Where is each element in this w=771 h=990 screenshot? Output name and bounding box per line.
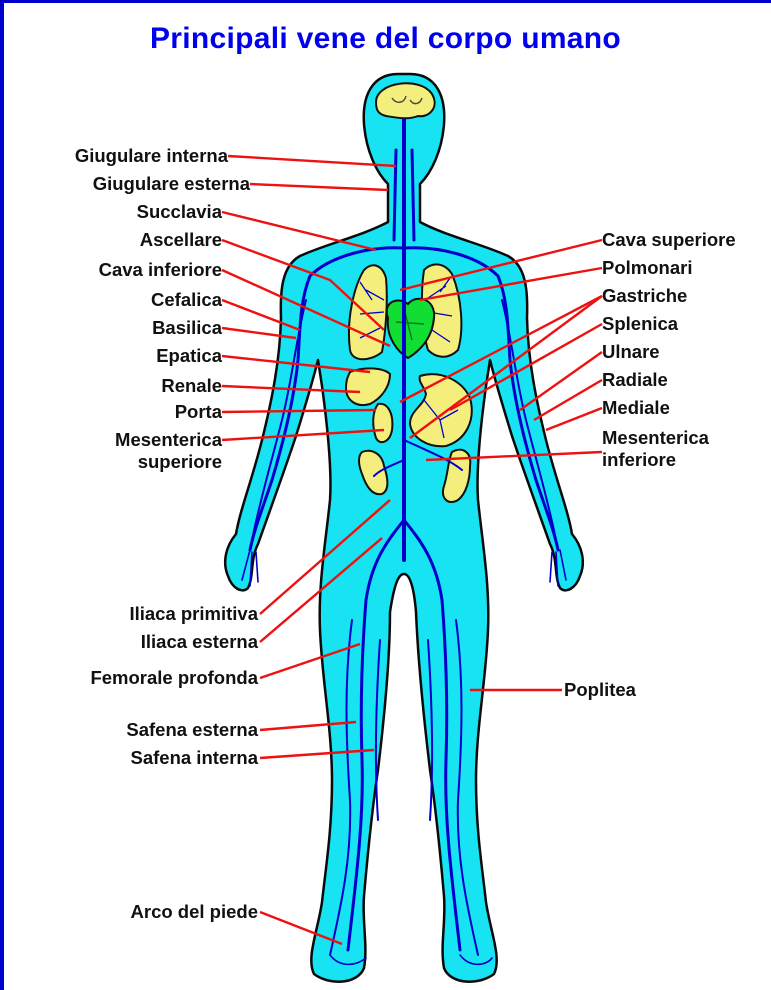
label-splenica: Splenica — [602, 313, 679, 334]
label-ulnare: Ulnare — [602, 341, 660, 362]
label-ascellare: Ascellare — [140, 229, 222, 250]
label-iliaca-esterna: Iliaca esterna — [141, 631, 259, 652]
label-mediale: Mediale — [602, 397, 670, 418]
label-basilica: Basilica — [152, 317, 223, 338]
labels-right: Cava superiore Polmonari Gastriche Splen… — [564, 229, 736, 700]
label-mesenterica-inferiore-line1: Mesenterica — [602, 427, 710, 448]
label-polmonari: Polmonari — [602, 257, 692, 278]
label-mesenterica-superiore-line1: Mesenterica — [115, 429, 223, 450]
label-mesenterica-inferiore-line2: inferiore — [602, 449, 676, 470]
label-cefalica: Cefalica — [151, 289, 223, 310]
label-cava-inferiore: Cava inferiore — [99, 259, 222, 280]
label-safena-esterna: Safena esterna — [126, 719, 258, 740]
label-femorale-profonda: Femorale profonda — [90, 667, 258, 688]
label-safena-interna: Safena interna — [131, 747, 259, 768]
label-gastriche: Gastriche — [602, 285, 687, 306]
label-renale: Renale — [161, 375, 222, 396]
label-arco-del-piede: Arco del piede — [131, 901, 258, 922]
vein-network — [242, 120, 566, 964]
label-porta: Porta — [175, 401, 223, 422]
label-radiale: Radiale — [602, 369, 668, 390]
label-poplitea: Poplitea — [564, 679, 637, 700]
label-mesenterica-superiore-line2: superiore — [138, 451, 222, 472]
label-succlavia: Succlavia — [137, 201, 223, 222]
labels-left: Giugulare interna Giugulare esterna Succ… — [75, 145, 259, 922]
label-giugulare-esterna: Giugulare esterna — [93, 173, 251, 194]
label-epatica: Epatica — [156, 345, 223, 366]
label-giugulare-interna: Giugulare interna — [75, 145, 229, 166]
label-iliaca-primitiva: Iliaca primitiva — [129, 603, 258, 624]
label-cava-superiore: Cava superiore — [602, 229, 736, 250]
